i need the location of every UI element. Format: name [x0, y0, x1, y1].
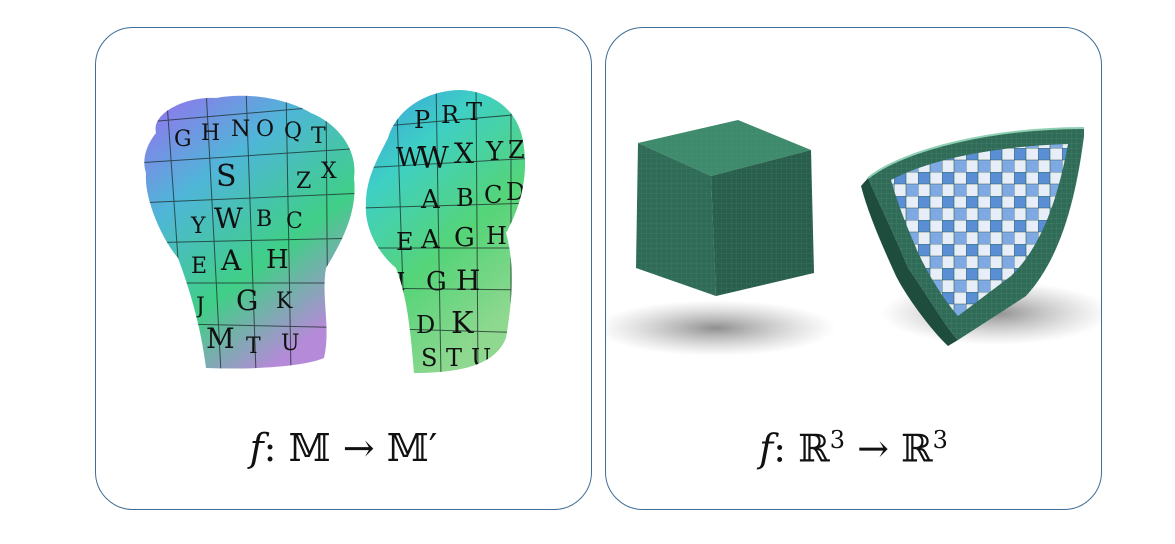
- head-letter: H: [266, 245, 289, 275]
- head-letter: G: [454, 223, 475, 253]
- cube-shadow: [606, 300, 836, 356]
- head-letter: T: [466, 98, 482, 126]
- head-letter: C: [484, 181, 502, 209]
- head-letter: U: [281, 331, 300, 356]
- volume-illustration: [606, 120, 1101, 356]
- head-letter: P: [414, 106, 430, 134]
- surface-map-panel: G H N O Q T S Z X Y W B C E A H J G K M: [95, 27, 592, 510]
- head-letter: E: [396, 228, 414, 256]
- head-letter: R: [441, 101, 460, 129]
- arrow-symbol: →: [857, 426, 889, 471]
- domain-symbol: 𝕄: [288, 426, 331, 470]
- head-letter: H: [486, 222, 507, 250]
- colon: :: [263, 426, 277, 470]
- head-letter: T: [311, 124, 326, 149]
- head-letter: B: [256, 207, 272, 232]
- volume-map-formula: f: ℝ3 → ℝ3: [606, 426, 1101, 471]
- head-letter: O: [256, 117, 274, 142]
- head-letter: Z: [296, 169, 311, 194]
- head-letter: Z: [508, 136, 525, 164]
- volume-map-panel: f: ℝ3 → ℝ3: [605, 27, 1102, 510]
- domain-symbol: ℝ: [798, 426, 830, 471]
- head-letter: I: [396, 268, 405, 296]
- deformed-volume-mesh: [861, 127, 1085, 346]
- head-letter: A: [220, 244, 242, 277]
- head-letter: Y: [485, 137, 504, 167]
- head-letter: S: [216, 159, 237, 194]
- head-letter: W: [418, 141, 449, 176]
- head-letter: H: [201, 121, 220, 146]
- head-surfaces-illustration: G H N O Q T S Z X Y W B C E A H J G K M: [144, 90, 526, 373]
- cube-mesh: [636, 120, 814, 296]
- head-letter: A: [420, 225, 441, 255]
- head-letter: X: [454, 137, 474, 170]
- head-letter: N: [231, 117, 250, 142]
- head-letter: B: [456, 184, 474, 212]
- function-symbol: f: [249, 426, 264, 470]
- head-letter: X: [321, 159, 337, 184]
- head-letter: G: [236, 284, 258, 317]
- head-letter: W: [396, 143, 423, 173]
- head-surface-mapped: P R T W W X Y Z A B C D E A G H I G H D: [365, 90, 526, 373]
- arrow-symbol: →: [342, 426, 375, 470]
- surface-map-formula: f: 𝕄 → 𝕄′: [96, 426, 591, 470]
- codomain-symbol: ℝ: [901, 426, 933, 471]
- head-letter: Y: [190, 214, 206, 239]
- head-letter: T: [246, 334, 261, 359]
- head-letter: Q: [284, 119, 302, 144]
- head-letter: U: [471, 344, 491, 372]
- head-letter: S: [421, 344, 437, 372]
- head-letter: A: [420, 185, 441, 215]
- codomain-symbol: 𝕄′: [386, 426, 438, 470]
- head-letter: E: [191, 254, 207, 279]
- head-letter: J: [194, 294, 205, 319]
- head-letter: G: [426, 267, 447, 297]
- head-letter: W: [214, 202, 243, 235]
- head-letter: G: [174, 127, 192, 152]
- head-letter: K: [451, 306, 474, 341]
- head-letter: D: [506, 178, 525, 206]
- head-letter: D: [416, 311, 435, 339]
- head-letter: H: [456, 264, 480, 297]
- head-letter: T: [446, 344, 462, 372]
- head-letter: M: [206, 322, 235, 355]
- head-letter: K: [276, 289, 293, 314]
- head-letter: C: [286, 209, 303, 234]
- colon: :: [773, 426, 786, 471]
- domain-exponent: 3: [829, 426, 845, 454]
- codomain-exponent: 3: [932, 426, 948, 454]
- function-symbol: f: [759, 426, 774, 471]
- head-surface-original: G H N O Q T S Z X Y W B C E A H J G K M: [144, 95, 355, 369]
